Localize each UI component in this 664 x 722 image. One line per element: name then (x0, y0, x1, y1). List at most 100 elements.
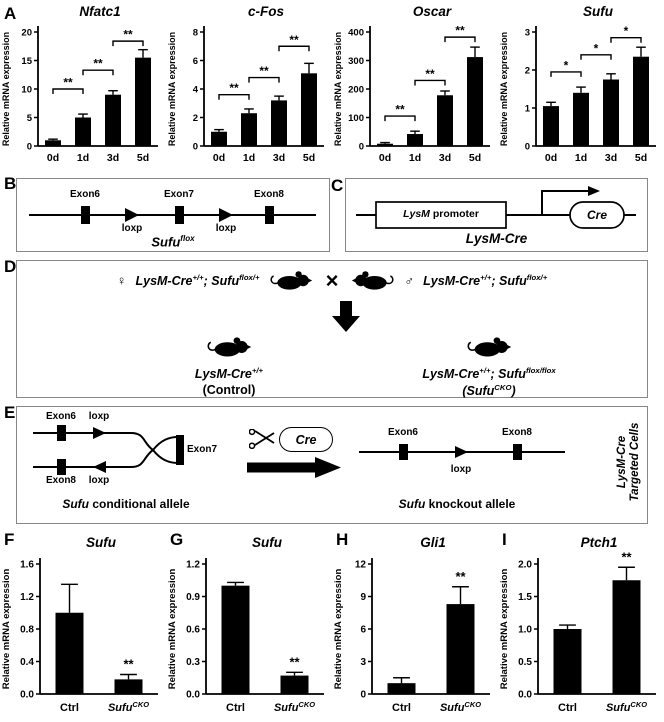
scissors-icon (249, 429, 275, 449)
significance-bracket (580, 54, 612, 60)
transcription-arrow-icon (541, 190, 590, 215)
panel-letter-h: H (336, 530, 349, 549)
bar (301, 73, 317, 146)
y-tick-label: 20 (21, 28, 32, 39)
mouse-icon (466, 335, 512, 359)
x-tick-label: Ctrl (226, 702, 245, 714)
cko-offspring: LysM-Cre+/+; Sufuflox/flox (SufuCKO) (364, 335, 614, 398)
chart-title: Sufu (252, 535, 283, 550)
significance-label: * (594, 41, 599, 55)
side-label-line2: Targeted Cells (629, 422, 641, 502)
significance-label: ** (455, 24, 465, 38)
y-tick-label: 0 (27, 142, 32, 153)
knockout-allele-diagram (359, 444, 565, 460)
loxp-label: loxp (88, 475, 110, 486)
exon6-box (399, 444, 408, 460)
significance-bracket (278, 45, 310, 52)
significance-bracket (112, 40, 144, 47)
x-tick-label: 0d (545, 152, 557, 164)
promoter-box (375, 201, 507, 229)
sufu-gene-text: Sufu (398, 497, 426, 511)
loxp-label: loxp (121, 223, 143, 234)
bar (114, 679, 143, 694)
x-tick-label: 1d (575, 152, 587, 164)
female-genotype: LysM-Cre+/+; Sufuflox/+ (135, 272, 260, 289)
chart-title: Sufu (86, 535, 117, 550)
exon6-box (57, 425, 66, 441)
significance-bracket (414, 79, 446, 86)
right-arrow-icon (247, 457, 341, 478)
bar (633, 56, 649, 147)
y-tick-label: 0.6 (186, 625, 200, 636)
y-tick-label: 1.2 (186, 560, 200, 571)
significance-label: ** (123, 657, 134, 672)
lysm-cre-caption: LysM-Cre (465, 231, 528, 246)
x-tick-label: 5d (469, 152, 481, 164)
bar (241, 113, 257, 146)
panel-letter-e: E (4, 403, 16, 422)
panel-letter-d: D (4, 257, 17, 276)
x-tick-label: Ctrl (392, 702, 411, 714)
cko-genotype: LysM-Cre+/+; Sufuflox/flox (422, 366, 556, 382)
chart-title: c-Fos (248, 4, 284, 19)
x-tick-label: 3d (107, 152, 119, 164)
bar (407, 134, 423, 146)
sufu-flox-allele-diagram (29, 206, 316, 224)
sufu-flox-label: Sufuflox (151, 234, 195, 250)
bar (446, 604, 475, 694)
side-label-line1: LysM-Cre (616, 435, 628, 489)
exon7-label: Exon7 (163, 189, 194, 200)
mouse-icon (206, 335, 252, 359)
exon6-label: Exon6 (45, 411, 76, 422)
x-tick-label: 5d (635, 152, 647, 164)
knockout-allele-caption: Sufu knockout allele (357, 497, 557, 511)
chart-title: Sufu (583, 4, 614, 19)
bar (553, 629, 582, 694)
chart-title: Oscar (413, 4, 452, 19)
x-tick-label: 3d (439, 152, 451, 164)
male-symbol: ♂ (404, 273, 415, 288)
y-tick-label: 0.0 (186, 690, 200, 701)
cross-symbol: × (325, 267, 339, 293)
y-tick-label: 400 (348, 28, 364, 39)
significance-bracket (218, 94, 250, 100)
y-tick-label: 4 (193, 85, 199, 96)
loxp-label: loxp (88, 411, 110, 422)
x-tick-label: 0d (213, 152, 225, 164)
bar (105, 94, 121, 146)
control-genotype: LysM-Cre+/+ (194, 366, 264, 382)
y-tick-label: 1 (525, 104, 531, 115)
loxp-label: loxp (215, 223, 237, 234)
y-tick-label: 2 (525, 66, 530, 77)
panel-letter-i: I (502, 530, 507, 549)
x-tick-label: 1d (243, 152, 255, 164)
significance-label: * (624, 24, 629, 38)
bar (543, 106, 559, 146)
y-tick-label: 0.4 (20, 657, 34, 668)
exon8-label: Exon8 (501, 427, 532, 438)
exon7-box (175, 206, 184, 224)
y-axis-label: Relative mRNA expression (499, 32, 509, 146)
loxp-triangle-icon (125, 208, 139, 222)
bar (603, 79, 619, 146)
significance-label: ** (289, 33, 299, 47)
lysm-promoter-label: LysM promoter (376, 208, 506, 220)
x-tick-label: Ctrl (60, 702, 79, 714)
bar (437, 95, 453, 146)
significance-bracket (384, 115, 416, 122)
targeted-cells-side-label: LysM-Cre Targeted Cells (616, 407, 642, 517)
y-axis-label: Relative mRNA expression (333, 32, 343, 146)
significance-label: ** (93, 57, 103, 71)
loxp-triangle-icon (219, 208, 233, 222)
x-tick-label: 5d (137, 152, 149, 164)
significance-label: ** (425, 67, 435, 81)
mouse-icon (351, 269, 395, 292)
bar (55, 612, 84, 694)
significance-label: ** (455, 569, 466, 584)
panel-d-box: ♀ LysM-Cre+/+; Sufuflox/+ × ♂ LysM-Cre+/… (16, 260, 648, 398)
panel-letter-g: G (170, 530, 184, 549)
